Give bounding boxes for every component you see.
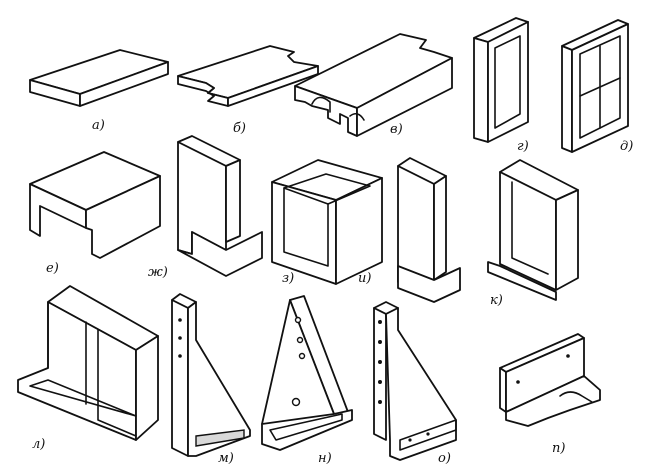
item-m-label: м) [218,451,234,466]
item-z-box: з) [271,159,383,286]
item-zh-angle: ж) [148,135,263,280]
item-n-label: н) [318,451,332,466]
item-v-slotted-block: в) [294,33,453,137]
item-l-label: л) [32,437,45,452]
item-p-small-bracket: п) [499,333,601,456]
item-e-channel: е) [29,151,161,276]
item-b-label: б) [233,121,246,136]
item-o-label: о) [438,451,451,466]
item-a-flat-plate: а) [29,49,169,133]
item-d-label: д) [620,139,633,154]
item-n-triangle-plate: н) [261,295,353,466]
item-p-label: п) [552,441,565,456]
item-k-open-box: к) [487,159,579,308]
item-i-label: и) [358,271,371,286]
item-g-framed-plate: г) [473,17,529,154]
item-d-ribbed-plate: д) [561,19,633,154]
item-a-label: а) [92,118,105,133]
item-l-double-box: л) [17,285,159,452]
item-i-upright-angle: и) [358,157,461,303]
item-zh-label: ж) [148,265,168,280]
item-v-label: в) [390,122,403,137]
item-g-label: г) [517,139,529,154]
item-k-label: к) [490,293,503,308]
item-m-rib-angle: м) [171,293,251,466]
item-o-bracket: о) [373,301,457,466]
item-e-label: е) [46,261,59,276]
item-z-label: з) [282,271,294,286]
